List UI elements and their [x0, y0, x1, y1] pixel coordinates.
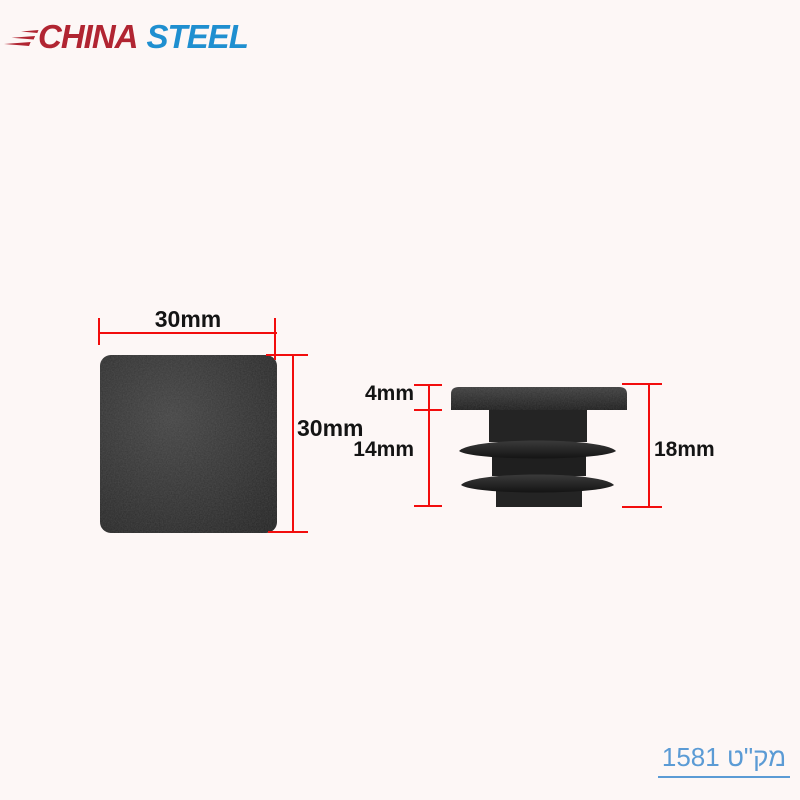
cap-top-view: [100, 355, 277, 533]
top-view-width-label: 30mm: [154, 306, 222, 332]
product-drawing: [100, 355, 627, 533]
brand-logo: CHINA STEEL: [6, 12, 249, 60]
dim-line-top-height: [292, 355, 294, 533]
side-view-total-height-label: 18mm: [654, 438, 715, 461]
dim-tick: [414, 384, 442, 386]
dim-line-top-width: [99, 332, 277, 334]
speed-line: [20, 30, 38, 33]
side-view-cap-height-label: 4mm: [364, 382, 414, 405]
logo-text-steel: STEEL: [146, 17, 249, 55]
dim-tick: [414, 409, 442, 411]
dim-tick: [622, 383, 662, 385]
speed-lines-icon: [2, 28, 41, 50]
dim-tick: [622, 506, 662, 508]
cap-side-view: [451, 387, 627, 507]
dim-line-side-left: [428, 385, 430, 507]
logo-text-china: CHINA: [38, 17, 138, 55]
dim-tick: [266, 354, 308, 356]
top-view-height-label: 30mm: [297, 415, 364, 441]
side-view-insert-height-label: 14mm: [353, 438, 414, 461]
speed-line: [11, 36, 35, 40]
sku-link[interactable]: מק"ט 1581: [658, 742, 790, 778]
dim-tick: [268, 531, 308, 533]
speed-line: [3, 42, 31, 46]
dim-tick: [414, 505, 442, 507]
dim-tick: [274, 318, 276, 360]
dim-tick: [98, 318, 100, 345]
cap-rib-upper: [459, 440, 616, 459]
cap-rib-lower: [461, 474, 614, 493]
dim-line-side-right: [648, 383, 650, 508]
